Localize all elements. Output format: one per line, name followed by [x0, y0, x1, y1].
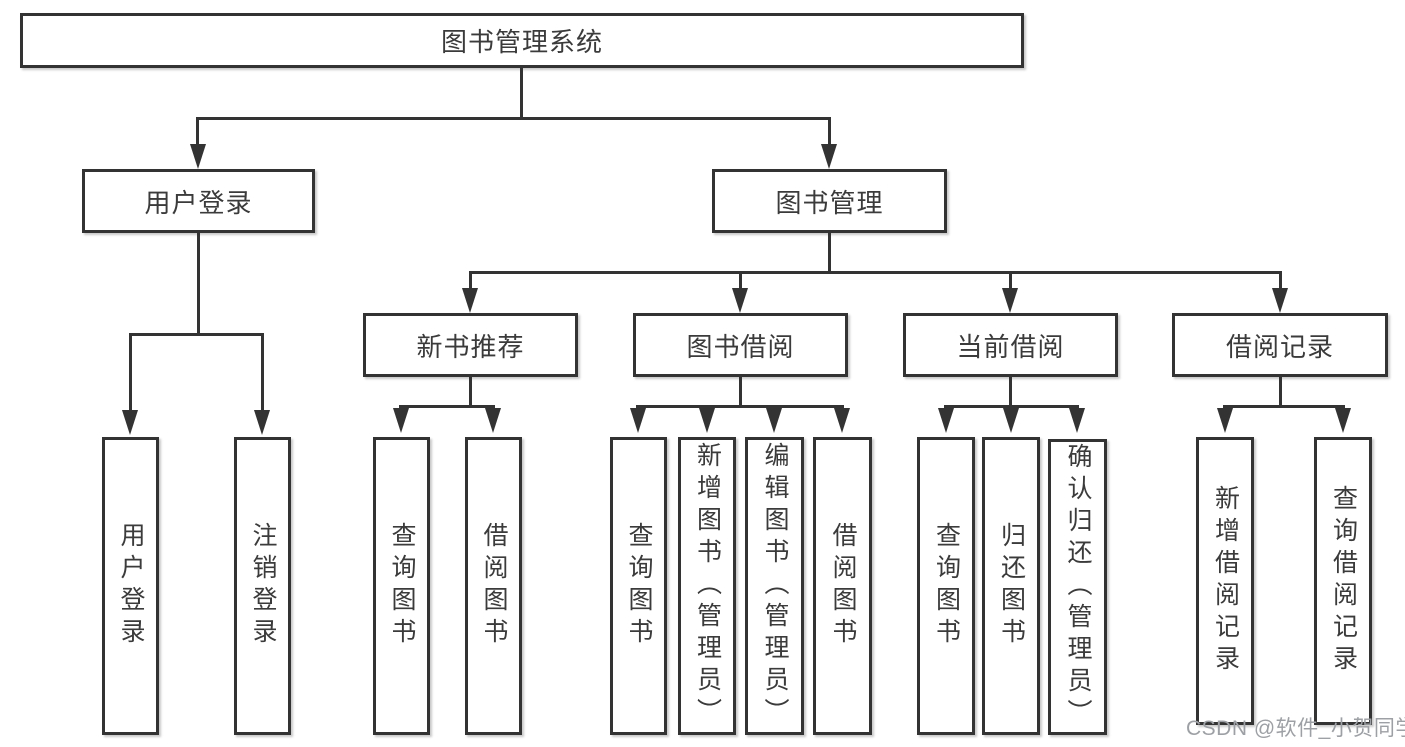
arrowhead-down-icon [254, 410, 270, 435]
connector-line [129, 333, 132, 410]
leaf-add-borrow-record: 新增借阅记录 [1196, 437, 1254, 725]
leaf-borrow-books-borrowing: 借阅图书 [813, 437, 872, 735]
arrowhead-down-icon [1003, 408, 1019, 433]
connector-line [520, 68, 523, 118]
connector-line [469, 271, 1282, 274]
leaf-borrow-books-recommend: 借阅图书 [465, 437, 522, 735]
node-borrowing-records: 借阅记录 [1172, 313, 1388, 377]
connector-line [1279, 271, 1282, 289]
connector-line [1009, 271, 1012, 289]
arrowhead-down-icon [1217, 408, 1233, 433]
arrowhead-down-icon [766, 408, 782, 433]
leaf-add-book-admin: 新增图书（管理员） [678, 437, 736, 735]
connector-line [739, 271, 742, 289]
arrowhead-down-icon [630, 408, 646, 433]
arrowhead-down-icon [462, 288, 478, 313]
arrowhead-down-icon [1069, 408, 1085, 433]
node-book-management: 图书管理 [712, 169, 947, 233]
leaf-query-books-borrowing: 查询图书 [610, 437, 667, 735]
leaf-query-borrow-record: 查询借阅记录 [1314, 437, 1372, 725]
connector-line [196, 117, 199, 147]
arrowhead-down-icon [834, 408, 850, 433]
connector-line [197, 233, 200, 336]
connector-line [828, 233, 831, 273]
node-new-book-recommend: 新书推荐 [363, 313, 578, 377]
arrowhead-down-icon [122, 410, 138, 435]
connector-line [828, 117, 831, 147]
watermark: CSDN @软件_小贺同学 [1186, 717, 1405, 740]
connector-line [399, 405, 495, 408]
connector-line [944, 405, 1079, 408]
connector-line [129, 333, 264, 336]
arrowhead-down-icon [1272, 288, 1288, 313]
connector-line [739, 377, 742, 408]
connector-line [636, 405, 844, 408]
leaf-return-book: 归还图书 [982, 437, 1040, 735]
node-current-borrowing: 当前借阅 [903, 313, 1118, 377]
arrowhead-down-icon [1335, 408, 1351, 433]
arrowhead-down-icon [699, 408, 715, 433]
arrowhead-down-icon [938, 408, 954, 433]
arrowhead-down-icon [821, 144, 837, 169]
connector-line [1223, 405, 1345, 408]
arrowhead-down-icon [1002, 288, 1018, 313]
arrowhead-down-icon [393, 408, 409, 433]
connector-line [1279, 377, 1282, 408]
connector-line [469, 271, 472, 289]
leaf-edit-book-admin: 编辑图书（管理员） [745, 437, 804, 735]
leaf-logout: 注销登录 [234, 437, 291, 735]
arrowhead-down-icon [485, 408, 501, 433]
node-user-login: 用户登录 [82, 169, 315, 233]
connector-line [261, 333, 264, 410]
leaf-confirm-return-admin: 确认归还（管理员） [1048, 439, 1107, 735]
leaf-query-books-current: 查询图书 [917, 437, 975, 735]
connector-line [1009, 377, 1012, 408]
connector-line [197, 117, 831, 120]
leaf-user-login: 用户登录 [102, 437, 159, 735]
leaf-query-books-recommend: 查询图书 [373, 437, 430, 735]
arrowhead-down-icon [732, 288, 748, 313]
connector-line [469, 377, 472, 408]
node-library-system: 图书管理系统 [20, 13, 1024, 68]
node-book-borrowing: 图书借阅 [633, 313, 848, 377]
arrowhead-down-icon [190, 144, 206, 169]
